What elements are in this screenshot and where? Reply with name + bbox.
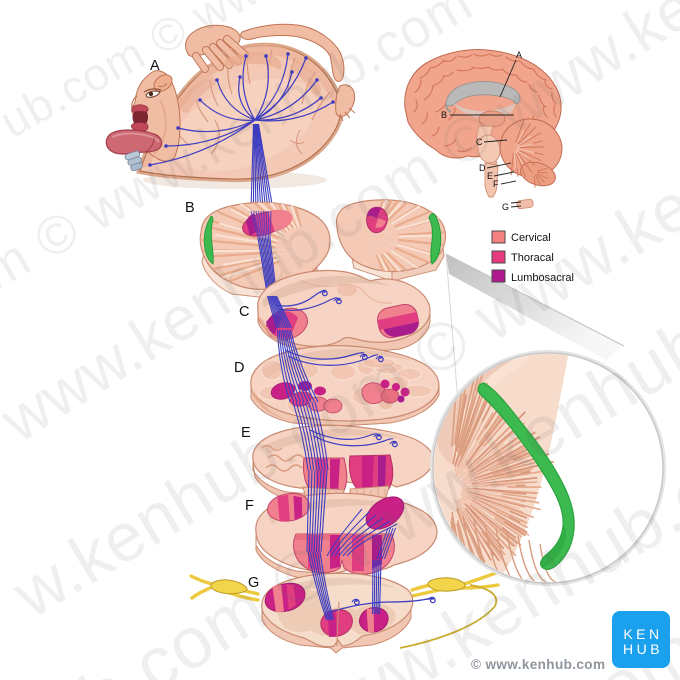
svg-text:Thoracal: Thoracal [511, 252, 554, 264]
svg-text:D: D [234, 360, 244, 376]
svg-text:C: C [476, 137, 483, 147]
svg-text:E: E [487, 171, 493, 181]
svg-text:KEN: KEN [623, 626, 662, 642]
svg-text:F: F [245, 498, 254, 514]
svg-text:© www.kenhub.com: © www.kenhub.com [471, 657, 605, 672]
svg-text:Lumbosacral: Lumbosacral [511, 272, 574, 284]
svg-text:A: A [150, 58, 160, 74]
svg-text:Cervical: Cervical [511, 232, 551, 244]
svg-text:B: B [185, 200, 195, 216]
svg-text:A: A [516, 50, 522, 60]
svg-text:D: D [479, 163, 486, 173]
svg-text:G: G [248, 575, 259, 591]
svg-text:C: C [239, 304, 249, 320]
svg-text:HUB: HUB [623, 641, 663, 657]
svg-text:B: B [441, 110, 447, 120]
svg-text:E: E [241, 425, 251, 441]
svg-text:G: G [502, 202, 509, 212]
svg-text:F: F [493, 179, 499, 189]
